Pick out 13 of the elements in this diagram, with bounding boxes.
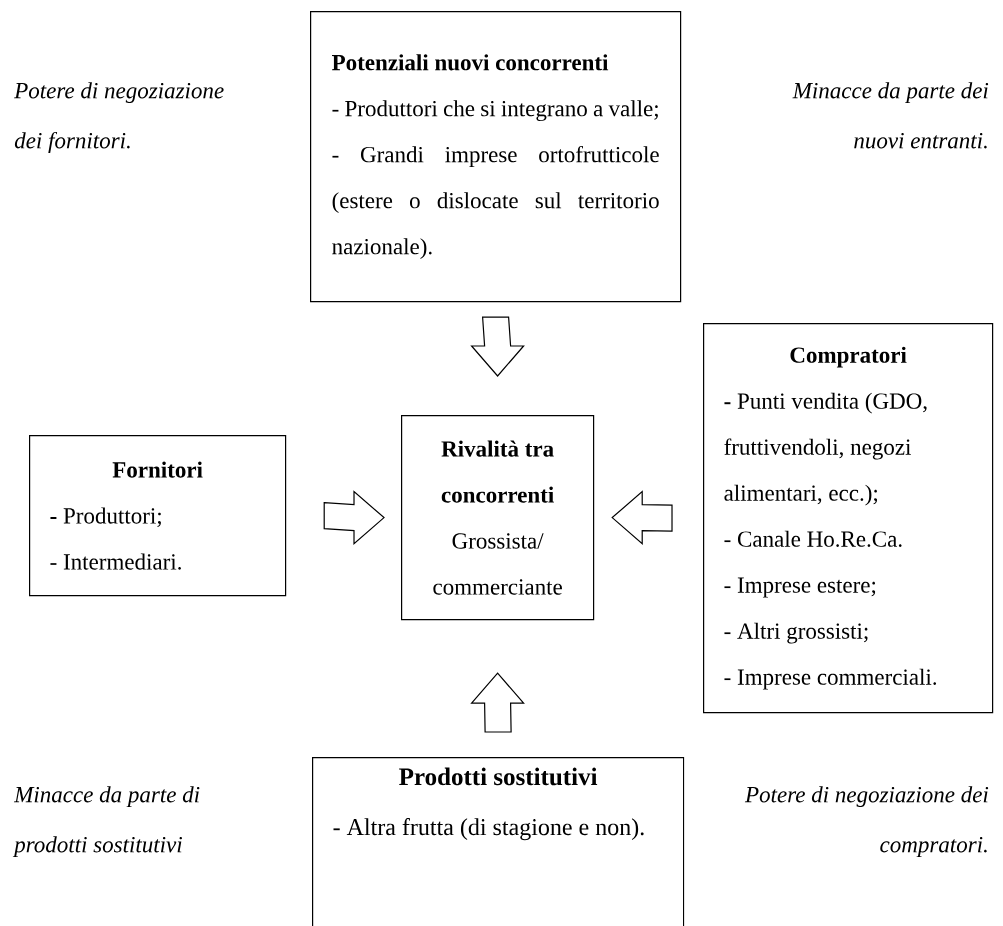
italic-note: Minacce da parte dei nuovi entranti. (792, 82, 989, 149)
block-arrow (470, 672, 525, 733)
block-arrow (323, 490, 385, 545)
text-box: Fornitori - Produttori; - Intermediari. (29, 435, 287, 597)
text-box: Rivalità tra concorrenti Grossista/ commerciante (401, 415, 595, 621)
italic-note: Minacce da parte di prodotti sostitutivi (12, 786, 200, 858)
text-box: Potenziali nuovi concorrenti - Produttori che si integrano a valle; - Grandi imprese ortofrutticole (estere o dislocate sul territorio nazionale). (310, 11, 682, 303)
italic-note: Potere di negoziazione dei fornitori. (14, 82, 224, 154)
text-box: Compratori - Punti vendita (GDO, fruttivendoli, negozi alimentari, ecc.); - Canale Ho.Re.Ca. - Imprese estere; - Altri grossisti; - Imprese commerciali. (703, 323, 994, 714)
text-box: Prodotti sostitutivi - Altra frutta (di stagione e non). (312, 757, 685, 926)
block-arrow (470, 316, 525, 377)
italic-note: Potere di negoziazione dei compratori. (744, 786, 989, 858)
block-arrow (611, 490, 673, 545)
